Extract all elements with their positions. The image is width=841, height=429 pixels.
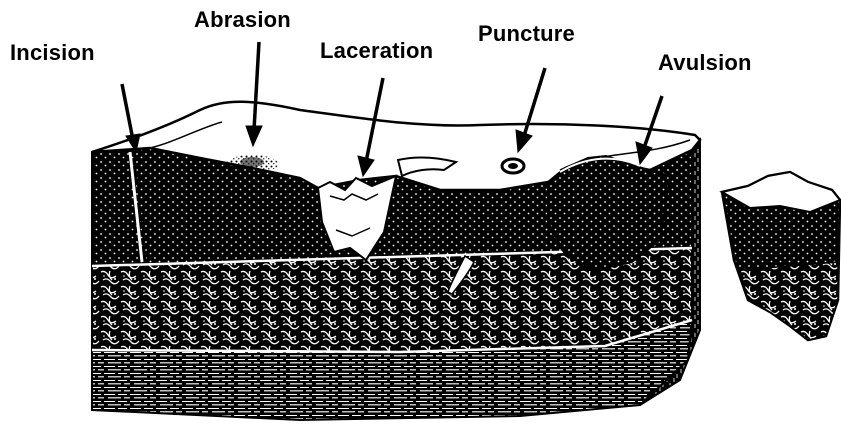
incision-label: Incision bbox=[10, 42, 95, 64]
avulsed-tissue-fragment bbox=[722, 172, 840, 340]
puncture-label: Puncture bbox=[478, 23, 575, 45]
puncture-hole-center bbox=[508, 163, 518, 169]
incision-pointer-line bbox=[122, 84, 133, 140]
abrasion-wound bbox=[226, 155, 278, 173]
abrasion-patch-core bbox=[240, 157, 264, 167]
abrasion-label: Abrasion bbox=[194, 9, 291, 31]
fragment-lower-layer bbox=[740, 262, 838, 340]
laceration-label: Laceration bbox=[320, 40, 433, 62]
avulsion-label: Avulsion bbox=[658, 52, 752, 74]
